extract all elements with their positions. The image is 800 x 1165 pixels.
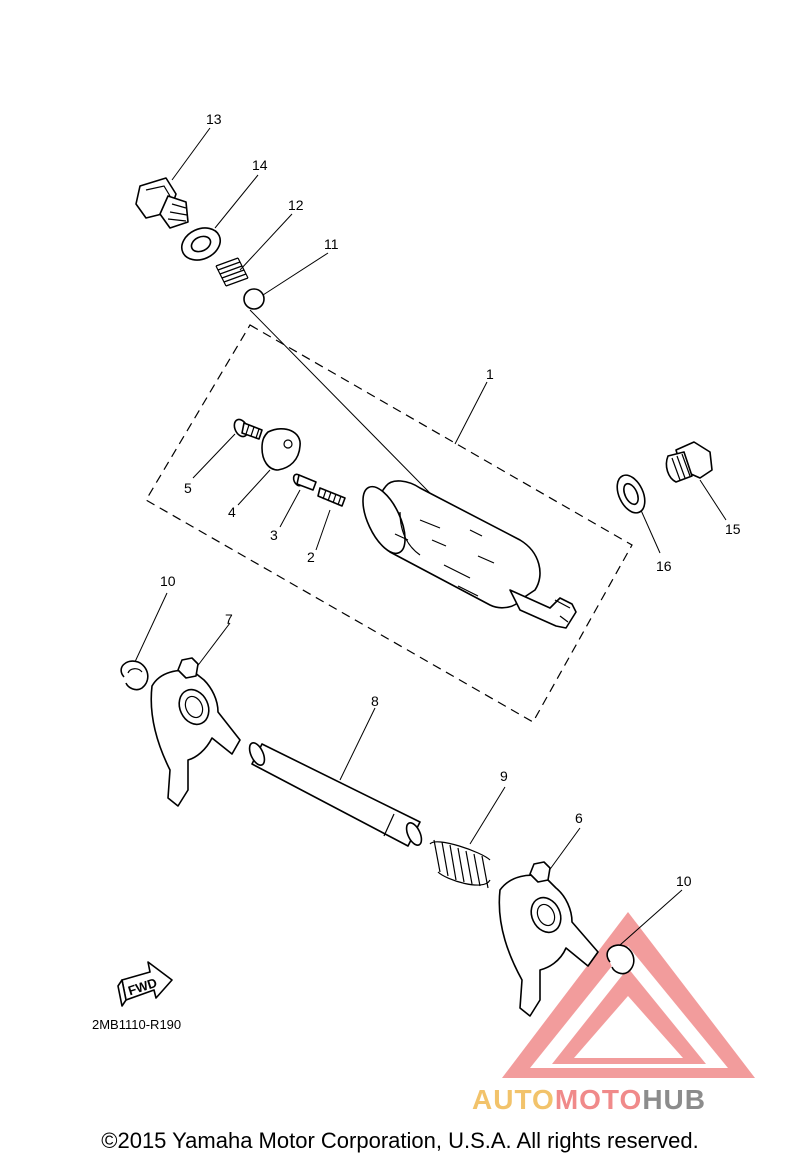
callout-3: 3 [270, 527, 278, 543]
spring-9[interactable] [429, 839, 491, 889]
circlip-10-right[interactable] [606, 944, 635, 975]
callout-10-right: 10 [676, 873, 692, 889]
ball-11[interactable] [243, 288, 265, 310]
watermark-logo [502, 912, 755, 1078]
callout-9: 9 [500, 768, 508, 784]
watermark-moto: MOTO [554, 1084, 643, 1115]
callout-13: 13 [206, 111, 222, 127]
copyright-notice: ©2015 Yamaha Motor Corporation, U.S.A. A… [101, 1128, 699, 1153]
callout-7: 7 [225, 611, 233, 627]
callout-4: 4 [228, 504, 236, 520]
callout-6: 6 [575, 810, 583, 826]
plug-bolt-15[interactable] [665, 441, 713, 483]
callout-12: 12 [288, 197, 304, 213]
watermark-wordmark: AUTOMOTOHUB [472, 1084, 706, 1116]
pin-3[interactable] [292, 473, 317, 491]
plate-4[interactable] [261, 428, 301, 471]
callout-8: 8 [371, 693, 379, 709]
screw-5[interactable] [232, 417, 263, 440]
assembly-boundary [145, 324, 633, 723]
callout-11: 11 [324, 236, 339, 252]
washer-14[interactable] [177, 222, 226, 266]
callout-15: 15 [725, 521, 741, 537]
spring-12[interactable] [215, 257, 249, 287]
callout-5: 5 [184, 480, 192, 496]
shift-fork-6[interactable] [498, 861, 599, 1017]
callout-2: 2 [307, 549, 315, 565]
watermark-hub: HUB [642, 1084, 706, 1115]
bolt-13[interactable] [135, 177, 189, 229]
callout-14: 14 [252, 157, 268, 173]
diagram-code: 2MB1110-R190 [92, 1017, 181, 1032]
watermark-auto: AUTO [472, 1084, 555, 1115]
leader-lines [133, 127, 727, 946]
callout-10-left: 10 [160, 573, 176, 589]
fwd-arrow-icon: FWD [117, 961, 173, 1007]
circlip-10-left[interactable] [120, 660, 149, 691]
shift-fork-7[interactable] [150, 657, 241, 807]
shift-drum-1[interactable] [354, 480, 577, 629]
shift-shaft-8[interactable] [246, 741, 424, 848]
callout-1: 1 [486, 366, 494, 382]
washer-16[interactable] [612, 471, 651, 517]
callout-16: 16 [656, 558, 672, 574]
pin-2[interactable] [317, 487, 346, 507]
